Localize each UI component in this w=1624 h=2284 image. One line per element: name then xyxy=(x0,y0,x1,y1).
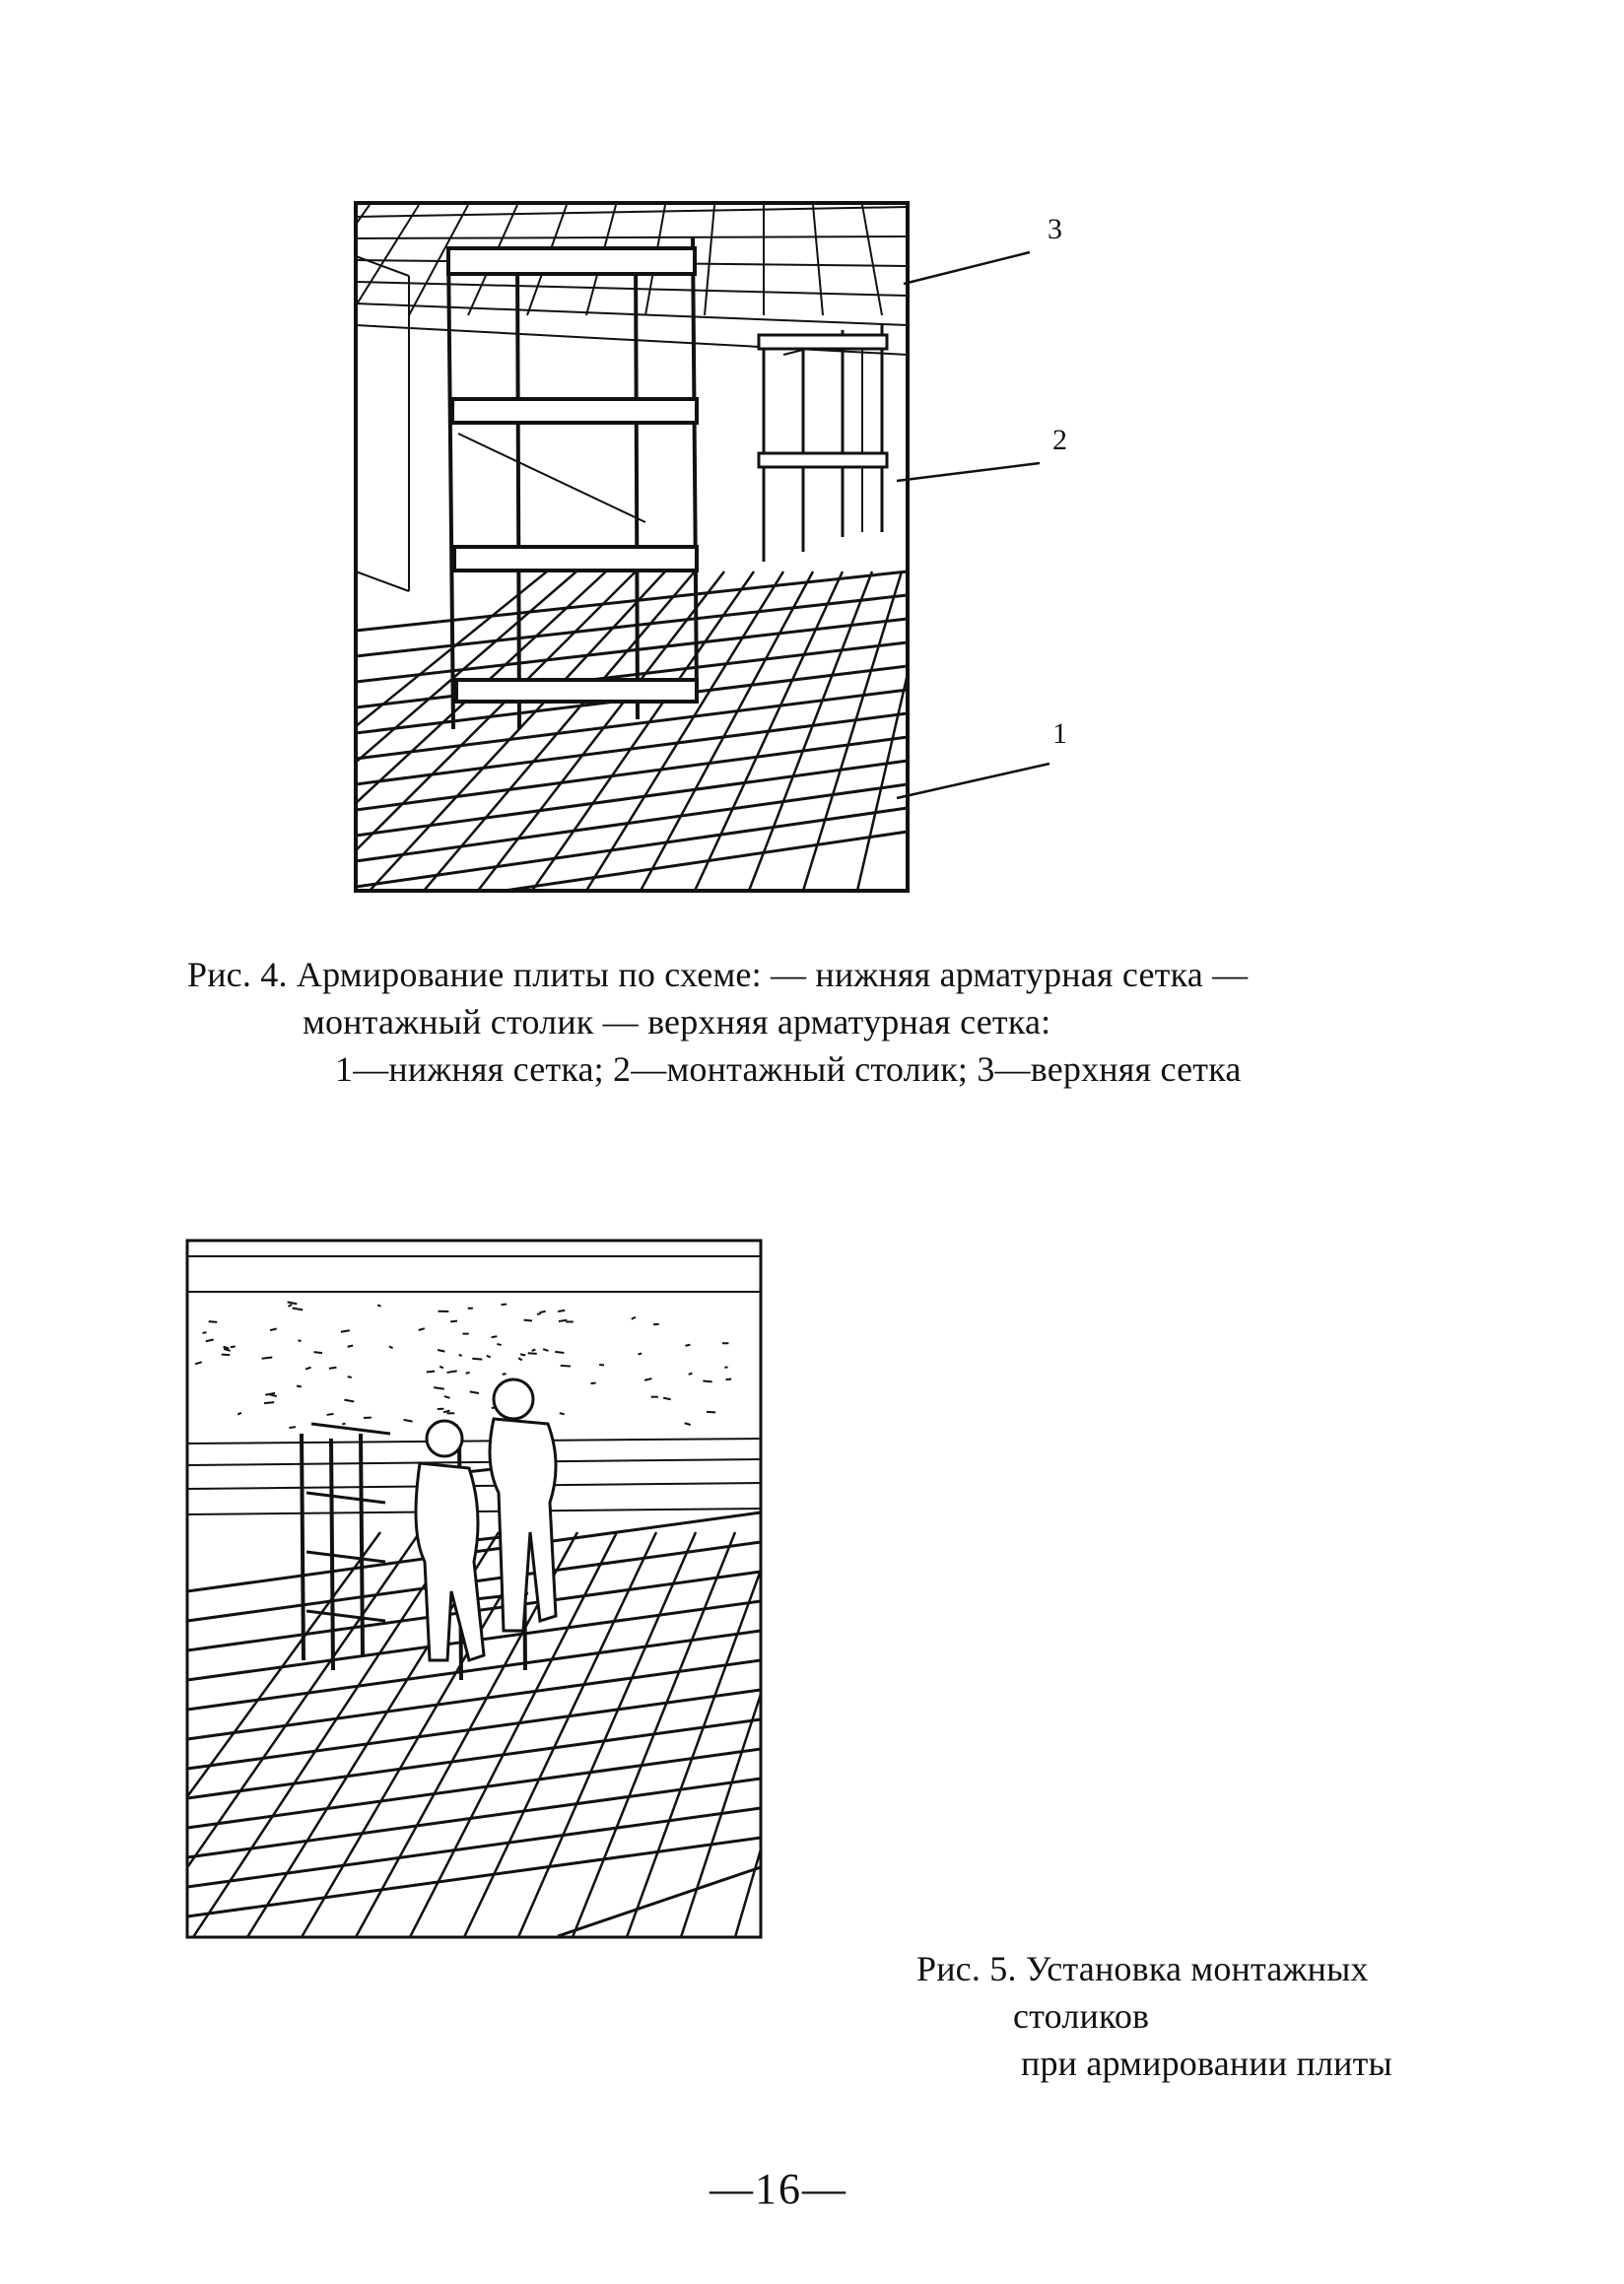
figure-4-caption-line-3: 1—нижняя сетка; 2—монтажный столик; 3—ве… xyxy=(335,1049,1242,1089)
figure-4-caption-line-1: Рис. 4. Армирование плиты по схеме: — ни… xyxy=(187,955,1249,994)
figure-5-drawing xyxy=(185,1239,763,1939)
figure-5-caption-line-2: столиков xyxy=(1013,1996,1150,2036)
figure-5-illustration xyxy=(183,1237,775,1941)
figure-5-caption-line-3: при армировании плиты xyxy=(1021,2044,1392,2083)
workers-drawing xyxy=(414,1377,558,1662)
callout-2-leader xyxy=(896,461,1041,483)
figure-5-caption-line-1: Рис. 5. Установка монтажных xyxy=(916,1949,1369,1988)
figure-4-drawing xyxy=(354,201,1050,893)
callout-1-leader xyxy=(896,762,1050,800)
figure-4-caption-line-2: монтажный столик — верхняя арматурная се… xyxy=(303,1002,1051,1041)
callout-3-leader xyxy=(903,250,1031,286)
figure-4-illustration xyxy=(350,197,1059,897)
upper-mesh-drawing xyxy=(356,204,908,356)
callout-3: 3 xyxy=(1048,213,1062,245)
page-number: —16— xyxy=(710,2165,847,2213)
callout-1: 1 xyxy=(1052,717,1067,750)
callout-2: 2 xyxy=(1052,424,1067,456)
assembly-table-drawing xyxy=(446,235,699,730)
